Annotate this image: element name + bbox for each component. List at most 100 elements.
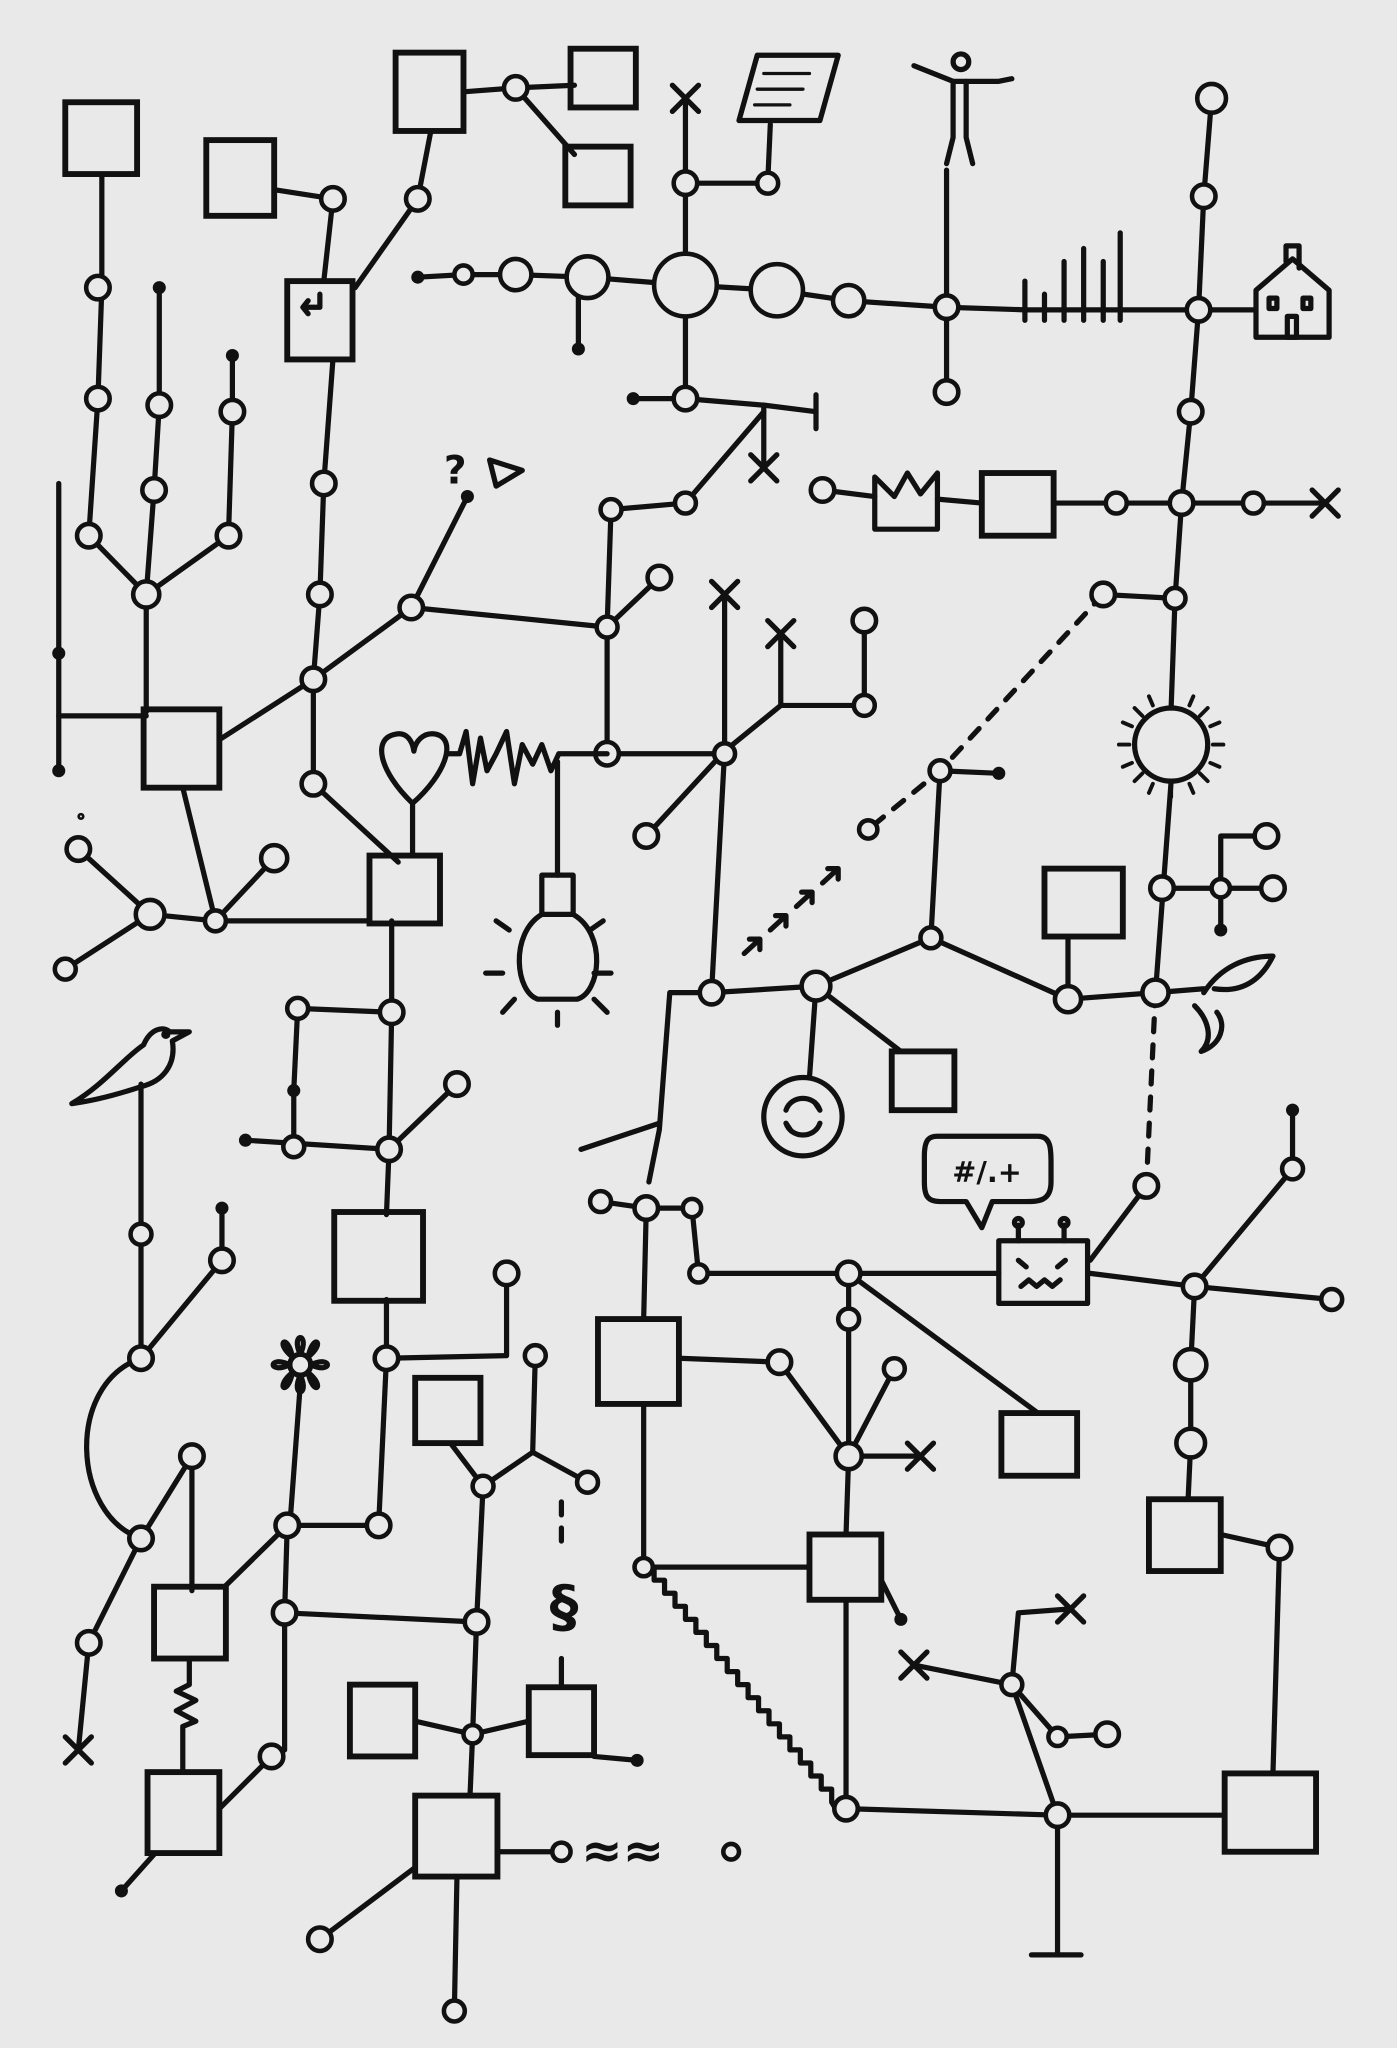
endpoint-dot	[894, 1612, 908, 1626]
box-node	[1145, 1496, 1224, 1574]
circle-node	[140, 475, 169, 505]
circle-node	[64, 835, 93, 864]
cross-mark-icon	[765, 617, 797, 650]
bar-chart-icon	[1022, 230, 1123, 323]
circle-node	[273, 1511, 302, 1540]
connection-line	[138, 1453, 195, 1542]
document-icon	[736, 52, 841, 124]
connection-line	[310, 356, 401, 865]
dashed-connection	[1143, 990, 1159, 1189]
box-node	[595, 1316, 682, 1407]
circle-node	[1194, 81, 1229, 115]
connection-line	[676, 1355, 897, 1459]
circle-node	[128, 1221, 154, 1247]
circle-node	[1147, 874, 1177, 903]
circle-node	[754, 170, 781, 196]
enter-key-icon	[300, 291, 323, 317]
connection-line	[1087, 1183, 1149, 1263]
connection-line	[376, 1355, 390, 1528]
connection-line	[722, 631, 784, 754]
connection-line	[317, 1864, 418, 1942]
circle-node	[1318, 1286, 1345, 1313]
circle-node	[130, 579, 162, 610]
circle-node	[671, 169, 700, 198]
connection-line	[630, 396, 819, 415]
triangle-icon	[486, 457, 525, 489]
box-node	[525, 1684, 597, 1759]
arrow-icon	[793, 889, 815, 910]
endpoint-dot	[411, 270, 425, 284]
icons: #/.+ ? § ≈≈	[69, 51, 1332, 1879]
circle-node	[632, 1555, 656, 1579]
circle-node	[721, 1841, 742, 1862]
circle-node	[1176, 397, 1205, 426]
endpoint-dot	[626, 392, 640, 406]
speech-bubble: #/.+	[921, 1133, 1054, 1231]
circle-node	[281, 1133, 307, 1160]
box-node	[144, 1769, 223, 1856]
connection-line	[225, 352, 236, 539]
connection-line	[591, 1753, 640, 1763]
endpoint-dot	[630, 1753, 644, 1767]
crown-icon	[872, 470, 941, 532]
circle-node	[1052, 983, 1084, 1015]
circle-node	[257, 1742, 286, 1771]
wave-symbol: ≈≈	[581, 1821, 664, 1879]
connection-line	[846, 1270, 1041, 1416]
box-node	[888, 1048, 958, 1114]
connection-line	[383, 1270, 510, 1361]
arrow-icon	[767, 913, 789, 933]
flower-icon	[270, 1335, 330, 1395]
circle-node	[375, 1135, 404, 1164]
connection-line	[878, 1577, 904, 1622]
connection-line	[934, 496, 985, 506]
connection-line	[383, 918, 395, 1218]
circle-node	[833, 1440, 864, 1472]
cross-mark-icon	[669, 82, 702, 114]
circle-node	[549, 1840, 573, 1864]
endpoint-dot	[1286, 1103, 1300, 1117]
box-node	[151, 1583, 229, 1662]
circle-node	[1265, 1533, 1294, 1562]
connection-line	[911, 1662, 1061, 1818]
circle-node	[831, 1794, 861, 1823]
circle-node	[687, 1261, 710, 1285]
house-icon	[1253, 243, 1332, 340]
arrow-icon	[741, 936, 763, 957]
circle-node	[258, 842, 290, 874]
section-sign: §	[550, 1573, 579, 1640]
circle-node	[1180, 1272, 1209, 1301]
circle-node	[748, 261, 806, 319]
circle-node	[1174, 1426, 1208, 1460]
circle-node	[765, 1348, 794, 1377]
circle-node	[1043, 1801, 1072, 1830]
circle-node	[318, 184, 347, 213]
box-node	[412, 1374, 484, 1447]
circle-node	[999, 1671, 1025, 1698]
circle-node	[851, 692, 878, 719]
heart-icon	[379, 731, 450, 859]
circle-node	[1162, 585, 1188, 612]
circle-node	[927, 757, 953, 784]
circle-node	[309, 469, 338, 498]
circle-node	[1140, 977, 1171, 1009]
connection-line	[513, 85, 578, 158]
connection-line	[641, 1401, 813, 1570]
circle-node	[207, 1246, 236, 1275]
circle-node	[126, 1524, 156, 1553]
circle-node	[83, 384, 112, 413]
circle-node	[74, 1628, 103, 1657]
circle-node	[214, 521, 243, 550]
circle-node	[1167, 489, 1196, 518]
box-node	[998, 1410, 1081, 1479]
circle-node	[522, 1342, 549, 1369]
connection-line	[86, 171, 105, 539]
box-node	[392, 49, 467, 134]
circle-node	[492, 1259, 521, 1288]
connection-line	[1218, 833, 1270, 891]
box-node	[1221, 1770, 1319, 1855]
connection-line	[1192, 1107, 1296, 1290]
box-node	[366, 852, 443, 927]
spring-icon	[173, 1658, 199, 1775]
